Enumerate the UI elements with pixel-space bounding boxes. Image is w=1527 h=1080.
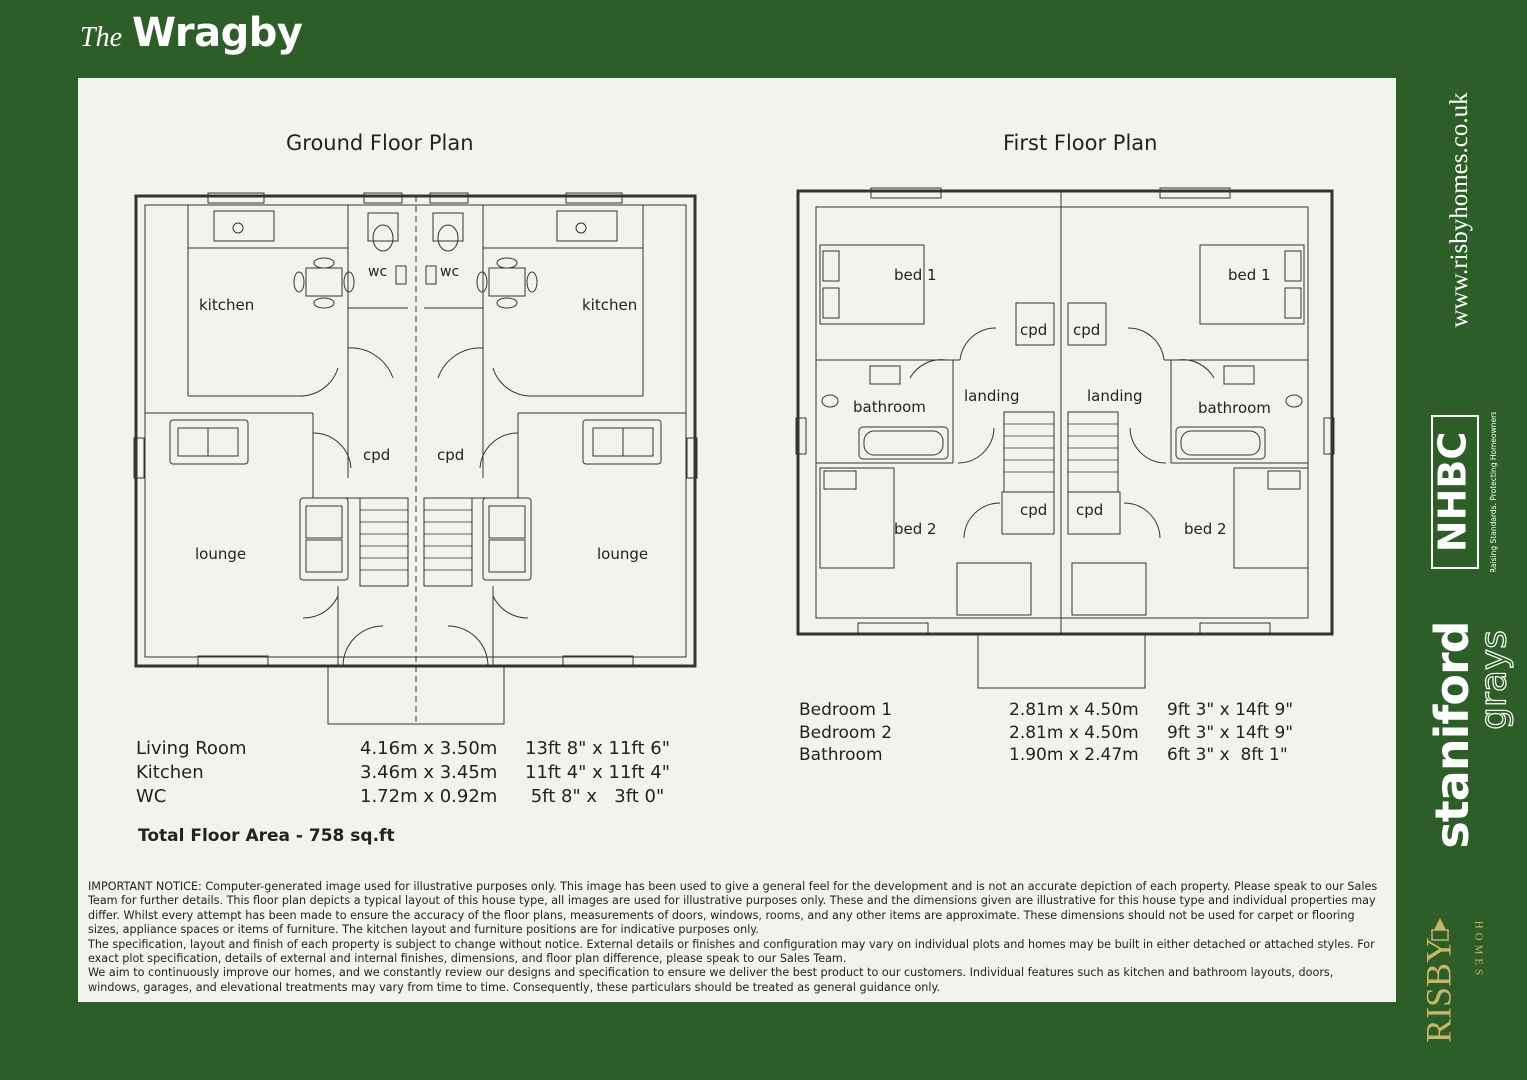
room-metric: 3.46m x 3.45m xyxy=(360,762,498,783)
room-metric: 2.81m x 4.50m xyxy=(1009,700,1139,720)
room-imperial: 6ft 3" x 8ft 1" xyxy=(1167,745,1288,765)
nhbc-logo-text: NHBC xyxy=(1431,432,1475,552)
first-room-schedule: Bedroom 1 2.81m x 4.50m 9ft 3" x 14ft 9"… xyxy=(799,700,1299,768)
notice-paragraph: IMPORTANT NOTICE: Computer-generated ima… xyxy=(88,880,1378,937)
ground-label-wc-right: wc xyxy=(440,264,460,280)
room-metric: 2.81m x 4.50m xyxy=(1009,722,1139,743)
brand-grays: grays xyxy=(1473,630,1515,731)
room-row: Kitchen 3.46m x 3.45m 11ft 4" x 11ft 4" xyxy=(136,762,696,786)
room-imperial: 13ft 8" x 11ft 6" xyxy=(525,738,670,759)
risby-logo-text: RISBY xyxy=(1420,937,1458,1043)
first-floor-title: First Floor Plan xyxy=(1003,131,1158,155)
first-label-landing-right: landing xyxy=(1087,387,1143,405)
ground-label-cpd-left: cpd xyxy=(363,446,391,464)
first-label-bathroom-right: bathroom xyxy=(1198,399,1271,417)
ground-floor-plan xyxy=(133,192,698,725)
important-notice: IMPORTANT NOTICE: Computer-generated ima… xyxy=(88,880,1384,995)
room-imperial: 5ft 8" x 3ft 0" xyxy=(525,786,665,807)
website-url-text[interactable]: www.risbyhomes.co.uk xyxy=(1446,92,1473,328)
risby-homes-logo: RISBY HOMES xyxy=(1418,890,1520,1070)
room-name: Bathroom xyxy=(799,745,883,765)
ground-label-wc-left: wc xyxy=(368,264,388,280)
ground-label-cpd-right: cpd xyxy=(437,446,465,464)
room-imperial: 9ft 3" x 14ft 9" xyxy=(1167,722,1294,743)
room-name: WC xyxy=(136,786,167,807)
room-name: Bedroom 2 xyxy=(799,722,893,743)
first-label-bed1-right: bed 1 xyxy=(1228,266,1271,284)
room-row: Living Room 4.16m x 3.50m 13ft 8" x 11ft… xyxy=(136,738,696,762)
room-name: Bedroom 1 xyxy=(799,700,893,720)
first-floor-plan xyxy=(795,187,1335,689)
page-title: The Wragby xyxy=(80,10,303,56)
room-row: WC 1.72m x 0.92m 5ft 8" x 3ft 0" xyxy=(136,786,696,810)
first-stair-treads xyxy=(1004,423,1118,473)
first-label-bed1-left: bed 1 xyxy=(894,266,937,284)
room-name: Living Room xyxy=(136,738,247,759)
ground-label-lounge-left: lounge xyxy=(195,545,247,563)
ground-label-kitchen-left: kitchen xyxy=(199,296,255,314)
floor-plans-drawing xyxy=(133,187,1335,725)
room-name: Kitchen xyxy=(136,762,204,783)
stair-treads xyxy=(360,509,472,571)
first-label-cpd-bottom-right: cpd xyxy=(1076,501,1104,519)
room-metric: 1.72m x 0.92m xyxy=(360,786,498,807)
room-metric: 4.16m x 3.50m xyxy=(360,738,498,759)
total-floor-area: Total Floor Area - 758 sq.ft xyxy=(138,826,395,846)
nhbc-tagline: Raising Standards. Protecting Homeowners xyxy=(1489,412,1498,572)
room-imperial: 9ft 3" x 14ft 9" xyxy=(1167,700,1294,720)
room-row: Bedroom 1 2.81m x 4.50m 9ft 3" x 14ft 9" xyxy=(799,700,1299,723)
risby-logo-sub: HOMES xyxy=(1472,921,1484,980)
room-row: Bathroom 1.90m x 2.47m 6ft 3" x 8ft 1" xyxy=(799,745,1299,768)
first-label-cpd-top-left: cpd xyxy=(1020,321,1048,339)
title-main: Wragby xyxy=(132,10,303,56)
room-row: Bedroom 2 2.81m x 4.50m 9ft 3" x 14ft 9" xyxy=(799,723,1299,746)
website-url[interactable]: www.risbyhomes.co.uk xyxy=(1420,60,1500,360)
brand-staniford: staniford xyxy=(1425,621,1479,849)
first-label-cpd-top-right: cpd xyxy=(1073,321,1101,339)
ground-floor-title: Ground Floor Plan xyxy=(286,131,474,155)
notice-paragraph: The specification, layout and finish of … xyxy=(88,937,1375,966)
room-metric: 1.90m x 2.47m xyxy=(1009,745,1139,765)
staniford-grays-logo: staniford grays xyxy=(1420,610,1516,860)
ground-label-kitchen-right: kitchen xyxy=(582,296,638,314)
notice-paragraph: We aim to continuously improve our homes… xyxy=(88,966,1334,994)
ground-label-lounge-right: lounge xyxy=(597,545,649,563)
first-label-cpd-bottom-left: cpd xyxy=(1020,501,1048,519)
ground-room-schedule: Living Room 4.16m x 3.50m 13ft 8" x 11ft… xyxy=(136,738,696,810)
floor-plan-panel: Ground Floor Plan First Floor Plan xyxy=(78,78,1396,1002)
nhbc-logo: NHBC Raising Standards. Protecting Homeo… xyxy=(1428,411,1510,573)
first-label-bed2-left: bed 2 xyxy=(894,520,937,538)
room-imperial: 11ft 4" x 11ft 4" xyxy=(525,762,670,783)
title-prefix: The xyxy=(80,22,122,53)
first-label-landing-left: landing xyxy=(964,387,1020,405)
first-label-bathroom-left: bathroom xyxy=(853,398,926,416)
first-label-bed2-right: bed 2 xyxy=(1184,520,1227,538)
